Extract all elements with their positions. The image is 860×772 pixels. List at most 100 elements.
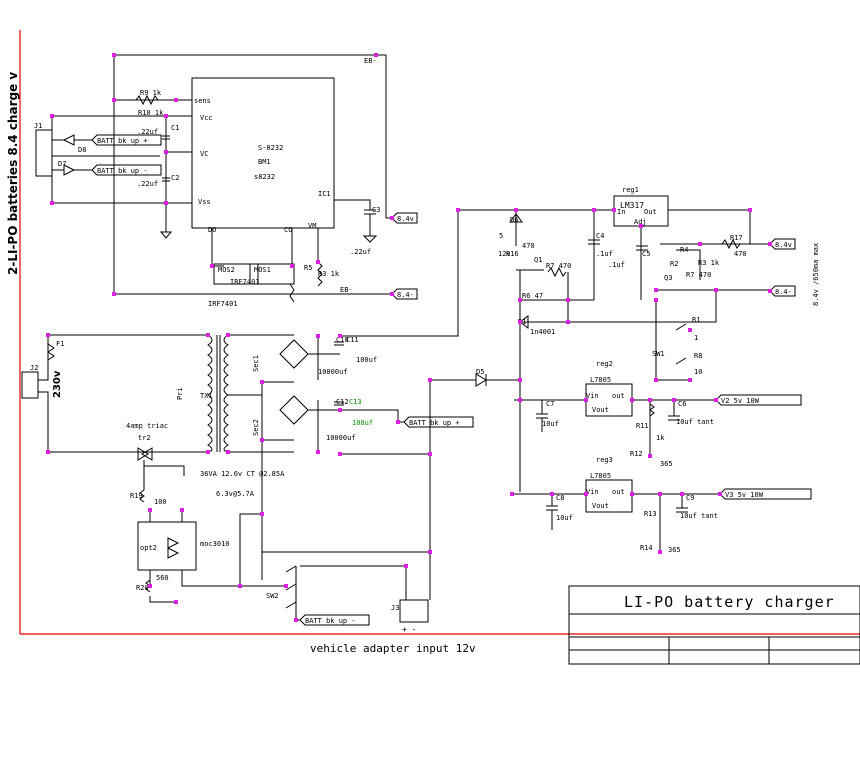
junction-node — [316, 450, 320, 454]
port-batt-plus-1: BATT bk up + — [91, 134, 162, 146]
mains-section: J2 230v F1 Pri TX1 Sec1 Sec2 C10 10000uf… — [21, 210, 520, 634]
svg-text:C13: C13 — [349, 398, 362, 406]
svg-text:V3 5v 10W: V3 5v 10W — [725, 491, 764, 499]
svg-text:tr2: tr2 — [138, 434, 151, 442]
svg-text:C2: C2 — [171, 174, 179, 182]
lm317-section: reg1 LM317 In Out Adj D6 5 12v 470 R16 C… — [458, 186, 820, 381]
svg-text:BATT bk up +: BATT bk up + — [97, 137, 148, 145]
junction-node — [648, 398, 652, 402]
port-8v4-right-minus: 8.4- — [769, 285, 796, 297]
svg-text:Vin: Vin — [586, 488, 599, 496]
svg-text:8.4v: 8.4v — [397, 215, 414, 223]
ic1-pin-vc: VC — [200, 150, 208, 158]
junction-node — [592, 208, 596, 212]
svg-text:Q3: Q3 — [664, 274, 672, 282]
junction-node — [284, 584, 288, 588]
junction-node — [688, 328, 692, 332]
port-v2: V2 5v 10W — [715, 394, 802, 406]
junction-node — [148, 584, 152, 588]
junction-node — [206, 333, 210, 337]
svg-text:R16: R16 — [506, 250, 519, 258]
svg-text:1k: 1k — [656, 434, 665, 442]
junction-node — [654, 288, 658, 292]
mos1-body — [249, 263, 295, 285]
svg-text:D5: D5 — [476, 368, 484, 376]
title-block-title: LI-PO battery charger — [624, 593, 835, 611]
svg-text:+ -: + - — [402, 625, 416, 634]
svg-text:Adj: Adj — [634, 218, 647, 226]
junction-node — [584, 492, 588, 496]
svg-text:R17: R17 — [730, 234, 743, 242]
junction-node — [316, 334, 320, 338]
svg-text:reg1: reg1 — [622, 186, 639, 194]
junction-node — [226, 450, 230, 454]
svg-text:BATT bk up -: BATT bk up - — [97, 167, 148, 175]
svg-text:C8: C8 — [556, 494, 564, 502]
junction-node — [714, 398, 718, 402]
junction-node — [518, 320, 522, 324]
svg-text:365: 365 — [660, 460, 673, 468]
ic1-section: S-8232 BM1 s8232 IC1 sens Vcc VC Vss DO … — [34, 54, 418, 308]
port-v3: V3 5v 10W — [719, 488, 812, 500]
ic1-pin-vcc: Vcc — [200, 114, 213, 122]
junction-node — [639, 224, 643, 228]
title-block: LI-PO battery charger — [568, 585, 860, 665]
mos2-body — [213, 263, 259, 285]
svg-text:C12: C12 — [336, 398, 349, 406]
ic1-ref: IC1 — [318, 190, 331, 198]
svg-text:R13: R13 — [644, 510, 657, 518]
junction-node — [290, 264, 294, 268]
svg-text:10000uf: 10000uf — [326, 434, 356, 442]
svg-text:10uf: 10uf — [556, 514, 573, 522]
svg-text:SW1: SW1 — [652, 350, 665, 358]
junction-node — [550, 492, 554, 496]
svg-text:J1: J1 — [34, 122, 42, 130]
junction-node — [714, 288, 718, 292]
junction-node — [164, 201, 168, 205]
ic1-body — [191, 77, 335, 229]
junction-node — [404, 564, 408, 568]
svg-text:C6: C6 — [678, 400, 686, 408]
svg-text:4amp triac: 4amp triac — [126, 422, 168, 430]
port-8v4-right: 8.4v — [769, 238, 796, 250]
svg-text:R2: R2 — [670, 260, 678, 268]
svg-text:R4: R4 — [680, 246, 688, 254]
svg-text:IRF7401: IRF7401 — [208, 300, 238, 308]
ic1-pin-vss: Vss — [198, 198, 211, 206]
junction-node — [718, 492, 722, 496]
junction-node — [514, 208, 518, 212]
junction-node — [612, 208, 616, 212]
svg-text:In: In — [617, 208, 625, 216]
svg-text:8.4v /650ma max: 8.4v /650ma max — [812, 243, 820, 306]
junction-node — [748, 208, 752, 212]
svg-text:D8: D8 — [78, 146, 86, 154]
ic1-part: BM1 — [258, 158, 271, 166]
svg-text:MOS2: MOS2 — [218, 266, 235, 274]
svg-text:10uf: 10uf — [542, 420, 559, 428]
junction-node — [390, 292, 394, 296]
junction-node — [428, 378, 432, 382]
svg-text:L7805: L7805 — [590, 376, 611, 384]
svg-text:1n4001: 1n4001 — [530, 328, 555, 336]
junction-node — [456, 208, 460, 212]
junction-node — [658, 492, 662, 496]
svg-text:R9 1k: R9 1k — [140, 89, 162, 97]
opto-body — [137, 521, 197, 571]
svg-text:IRF7401: IRF7401 — [230, 278, 260, 286]
svg-text:.22uf: .22uf — [350, 248, 371, 256]
junction-node — [510, 492, 514, 496]
j1-connector — [35, 129, 53, 177]
junction-node — [374, 53, 378, 57]
svg-text:D1: D1 — [518, 318, 526, 326]
svg-text:.22uf: .22uf — [137, 180, 158, 188]
svg-text:100: 100 — [154, 498, 167, 506]
junction-node — [50, 114, 54, 118]
svg-text:moc3010: moc3010 — [200, 540, 230, 548]
junction-node — [260, 438, 264, 442]
svg-text:TX1: TX1 — [200, 392, 213, 400]
svg-text:Q1: Q1 — [534, 256, 542, 264]
svg-text:BATT bk up -: BATT bk up - — [305, 617, 356, 625]
svg-text:.1uf: .1uf — [608, 261, 625, 269]
junction-node — [260, 380, 264, 384]
svg-text:D6: D6 — [510, 216, 518, 224]
